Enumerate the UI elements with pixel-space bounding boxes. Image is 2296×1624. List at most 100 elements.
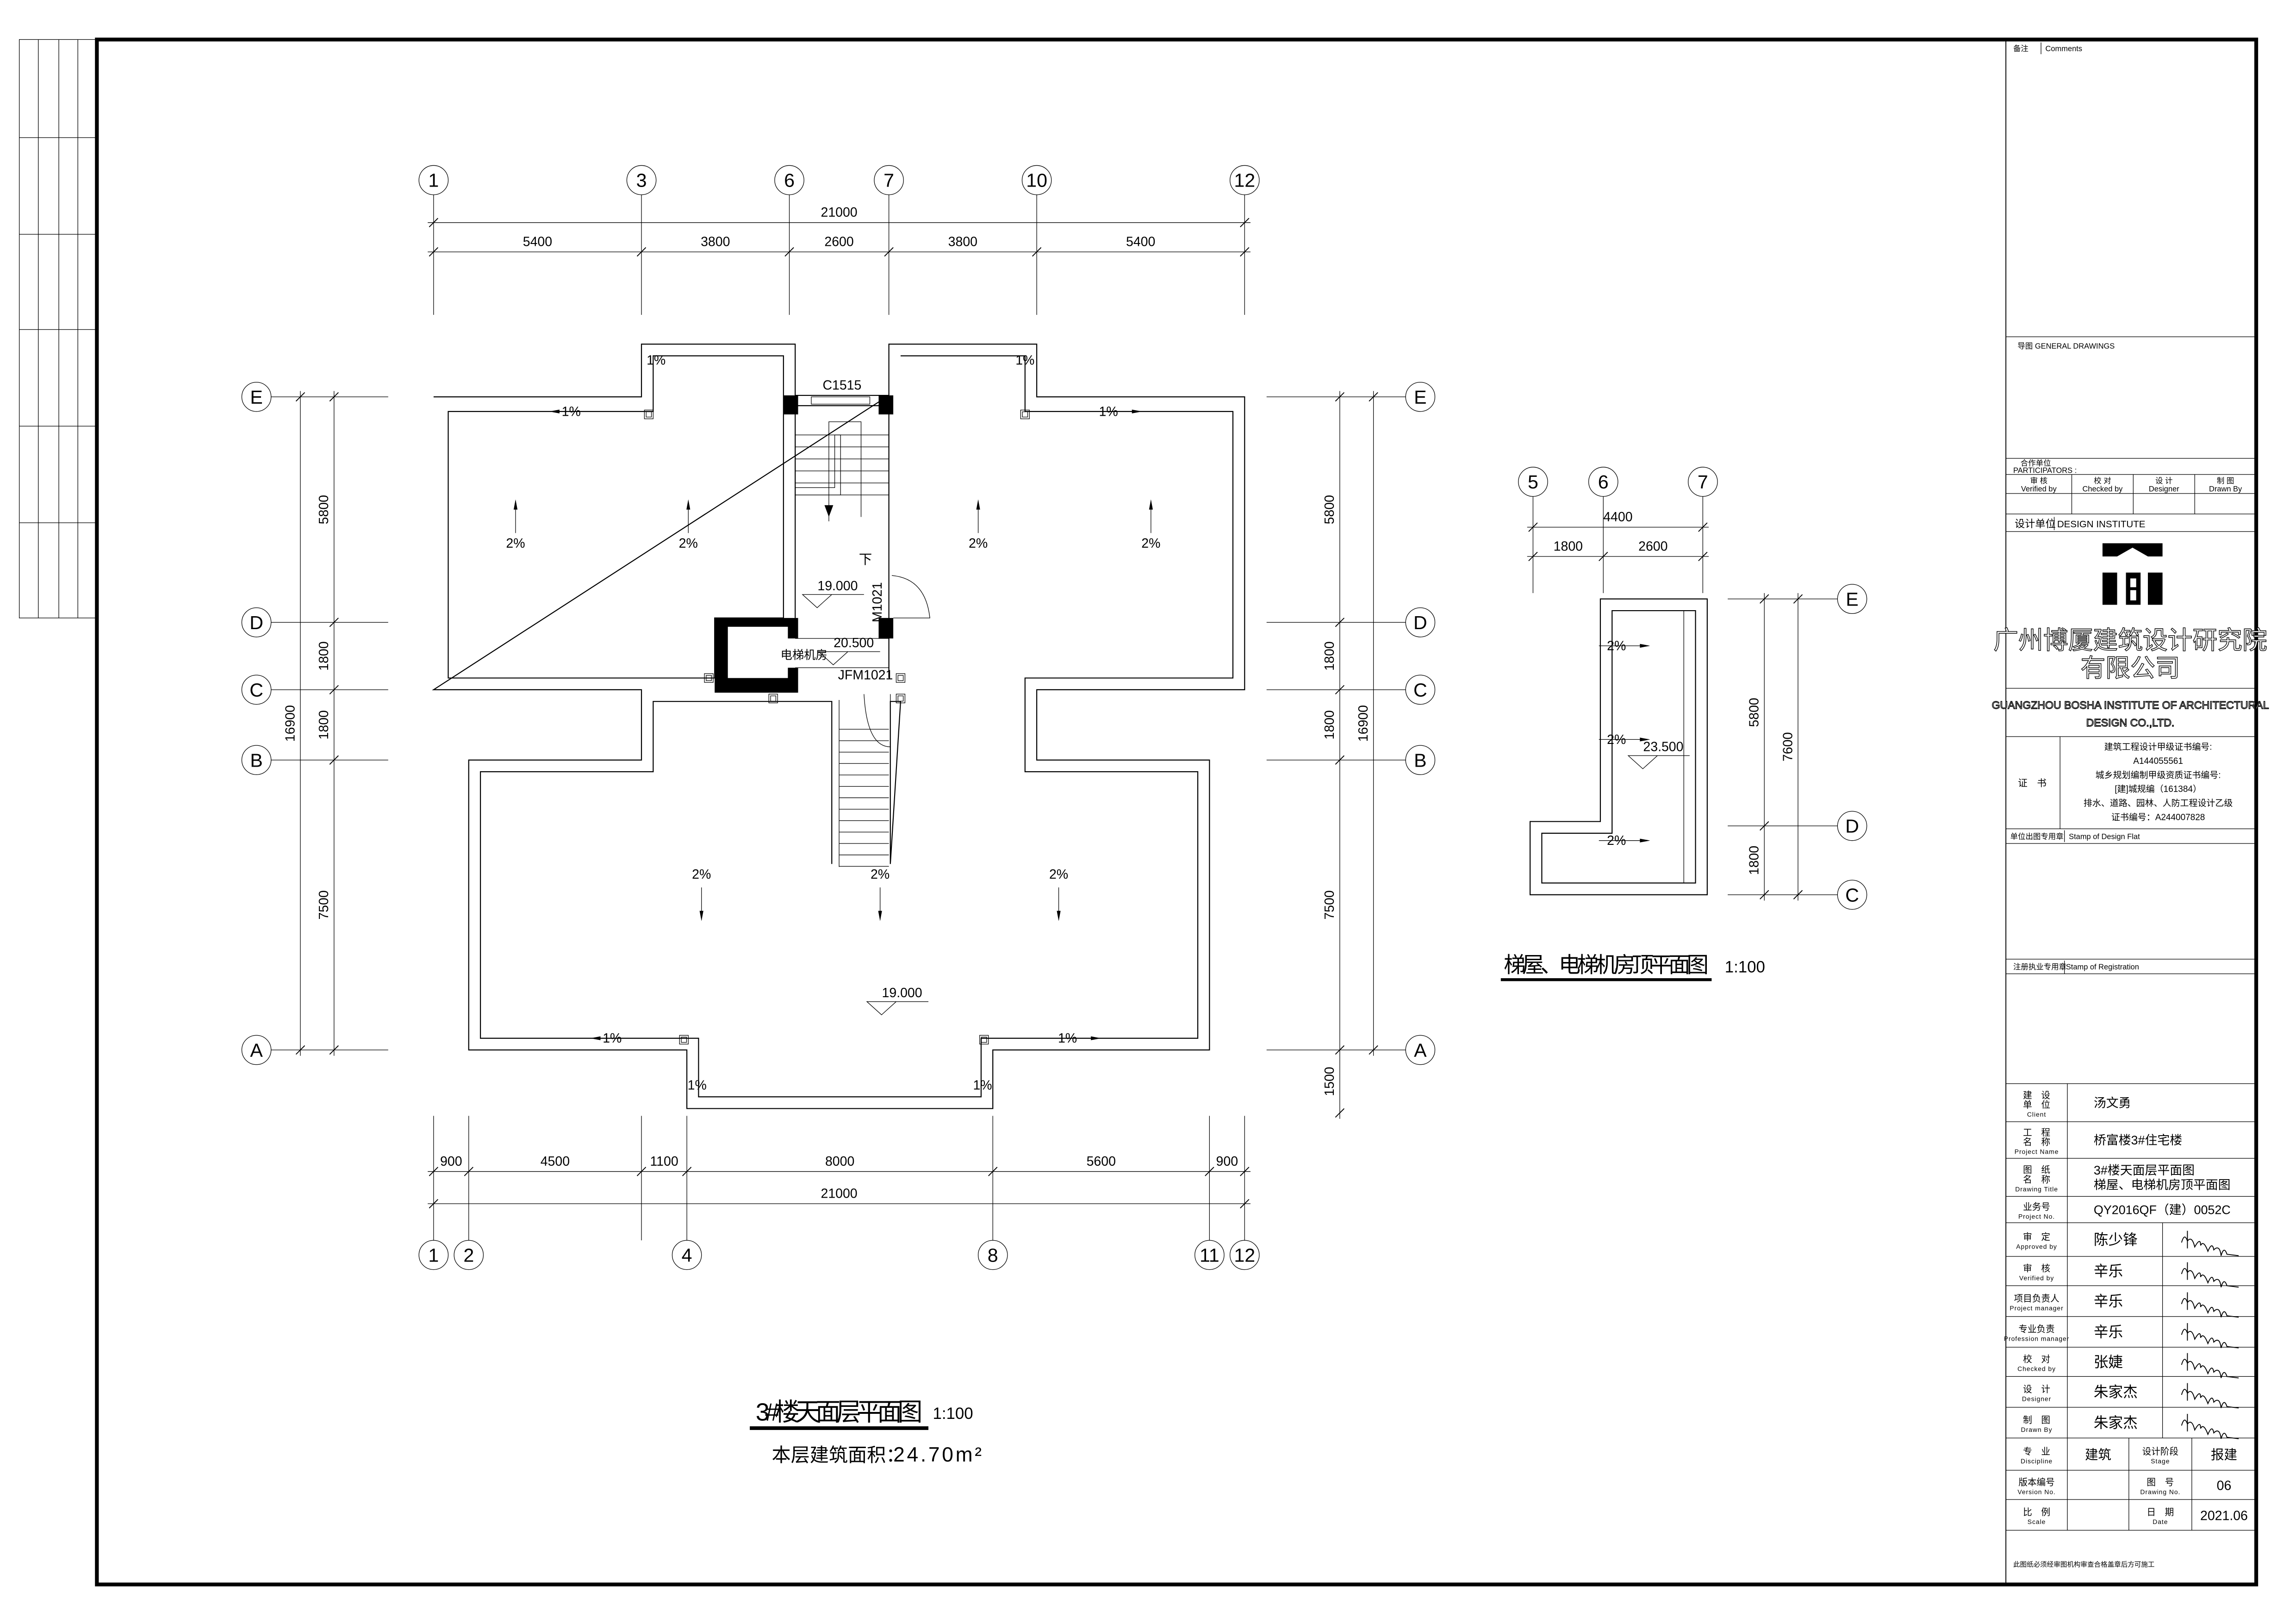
dimension-tick [1335, 1108, 1345, 1118]
grid-axis-circle [241, 607, 272, 637]
stair-treads [795, 434, 889, 495]
slope-arrow-icon [1091, 1036, 1101, 1040]
grid-axis-label: 3 [636, 170, 647, 191]
slope-arrow-icon [1640, 737, 1650, 742]
dimension-tick [295, 1045, 305, 1055]
elevation-mark: 23.500 [1627, 740, 1690, 769]
grid-axis-label: A [250, 1040, 263, 1061]
roof-plan-title: 梯屋、电梯机房顶平面图 [1504, 953, 1709, 977]
grid-axis-circle [1405, 745, 1436, 775]
dimension-tick [329, 755, 339, 765]
design-institute-label: 设计单位 [2015, 518, 2056, 530]
grid-axis-label: E [1414, 387, 1426, 408]
dimension-label: 7500 [1322, 890, 1337, 919]
dimension-tick [1369, 1045, 1378, 1055]
dimension-tick [1369, 392, 1378, 402]
title-underline [750, 1426, 929, 1430]
company-logo [2102, 543, 2163, 605]
grid-axis-bubble: 5 [1518, 467, 1548, 497]
dimension-tick [1760, 594, 1769, 604]
grid-axis-bubble: E [1837, 584, 1867, 614]
grid-axis-label: 12 [1234, 170, 1255, 191]
row-label: 设计阶段 [2142, 1447, 2178, 1457]
grid-axis-label: 11 [1200, 1244, 1220, 1266]
roof-drain-icon [644, 410, 653, 419]
grid-axis-circle [418, 1240, 449, 1270]
meta-value: 06 [2217, 1479, 2232, 1493]
elevation-label: 19.000 [882, 986, 922, 1000]
row-value: 汤文勇 [2094, 1096, 2131, 1110]
dimension-tick [1335, 1045, 1345, 1055]
dimension-tick [1335, 618, 1345, 627]
right-total-dimension: 16900 [1356, 391, 1378, 1056]
grid-axis-bubble: A [1405, 1035, 1436, 1065]
grid-axis-bubble: D [1405, 607, 1436, 637]
slope-arrow-icon [686, 499, 691, 510]
row-label-en: Verified by [2019, 1274, 2054, 1281]
grid-axis-circle [1405, 1035, 1436, 1065]
participant-header: 审 核 [2030, 477, 2047, 485]
dimension-tick [1528, 522, 1538, 532]
dimension-tick [1599, 551, 1608, 562]
dimension-label: 4500 [541, 1154, 570, 1169]
roof-drain-icon [679, 1035, 689, 1045]
elevation-label: 19.000 [817, 579, 858, 593]
grid-axis-label: 8 [988, 1244, 998, 1266]
dimension-tick [329, 685, 339, 695]
participators-label-en: PARTICIPATORS : [2013, 467, 2077, 475]
grid-axis-label: 4 [682, 1244, 692, 1266]
grid-axis-circle [1405, 381, 1436, 412]
grid-axis-bubble: 8 [977, 1240, 1008, 1270]
row-label-en: Version No. [2017, 1488, 2055, 1495]
dimension-tick [682, 1167, 692, 1176]
dimension-label: 900 [440, 1154, 462, 1169]
signer-name: 朱家杰 [2094, 1384, 2138, 1401]
dimension-label: 2600 [1638, 539, 1668, 554]
binding-strip [19, 39, 97, 618]
row-label: 名 称 [2023, 1174, 2050, 1185]
row-label: 业务号 [2023, 1202, 2050, 1212]
signature-image [2181, 1292, 2239, 1318]
signer-name: 辛乐 [2094, 1324, 2123, 1341]
participant-header-en: Checked by [2083, 485, 2123, 493]
grid-axis-label: E [250, 387, 262, 408]
grid-axis-label: D [1845, 816, 1859, 837]
roof-drain-icon [704, 673, 714, 683]
dimension-tick [636, 247, 647, 257]
dimension-tick [1528, 551, 1538, 562]
dimension-label: 21000 [821, 1187, 858, 1201]
grid-axis-label: C [1413, 679, 1427, 700]
dimension-label: 3800 [701, 234, 730, 249]
signature-image [2181, 1414, 2239, 1439]
grid-axis-bubble: D [241, 607, 272, 637]
main-plan-title: 3#楼天面层平面图 [756, 1398, 923, 1426]
stamp-design-label: 单位出图专用章 [2010, 833, 2064, 841]
stamp-registration-label: 注册执业专用章 [2013, 963, 2066, 971]
slope-indicator: 2% [871, 867, 890, 921]
left-total-dimension: 16900 [283, 391, 305, 1056]
slope-label: 2% [969, 536, 988, 551]
slope-indicator: 1% [549, 404, 592, 419]
grid-axis-label: B [1414, 750, 1426, 771]
dimension-label: 1800 [317, 710, 331, 739]
roof-drain-icon [1020, 410, 1030, 419]
elevator-machine-room-walls [715, 618, 798, 693]
dimension-tick [1698, 522, 1708, 532]
certificate-line: 证书编号：A244007828 [2111, 812, 2205, 822]
slope-arrow-icon [549, 409, 560, 413]
signer-name: 朱家杰 [2094, 1415, 2138, 1431]
row-label: 名 称 [2023, 1137, 2050, 1148]
dimension-label: 8000 [825, 1154, 854, 1169]
dimension-label: 3800 [948, 234, 977, 249]
dimension-label: 16900 [1356, 705, 1371, 742]
participant-header-en: Drawn By [2209, 485, 2242, 493]
roof-drain-inner [1022, 411, 1028, 418]
slope-arrow-icon [878, 911, 882, 921]
row-value: 桥富楼3#住宅楼 [2094, 1133, 2182, 1147]
certificate-label: 证 书 [2018, 778, 2047, 789]
row-label-en: Profession manager [2004, 1335, 2070, 1343]
roof-drain-icon [896, 673, 906, 683]
dimension-label: 4400 [1603, 510, 1632, 525]
